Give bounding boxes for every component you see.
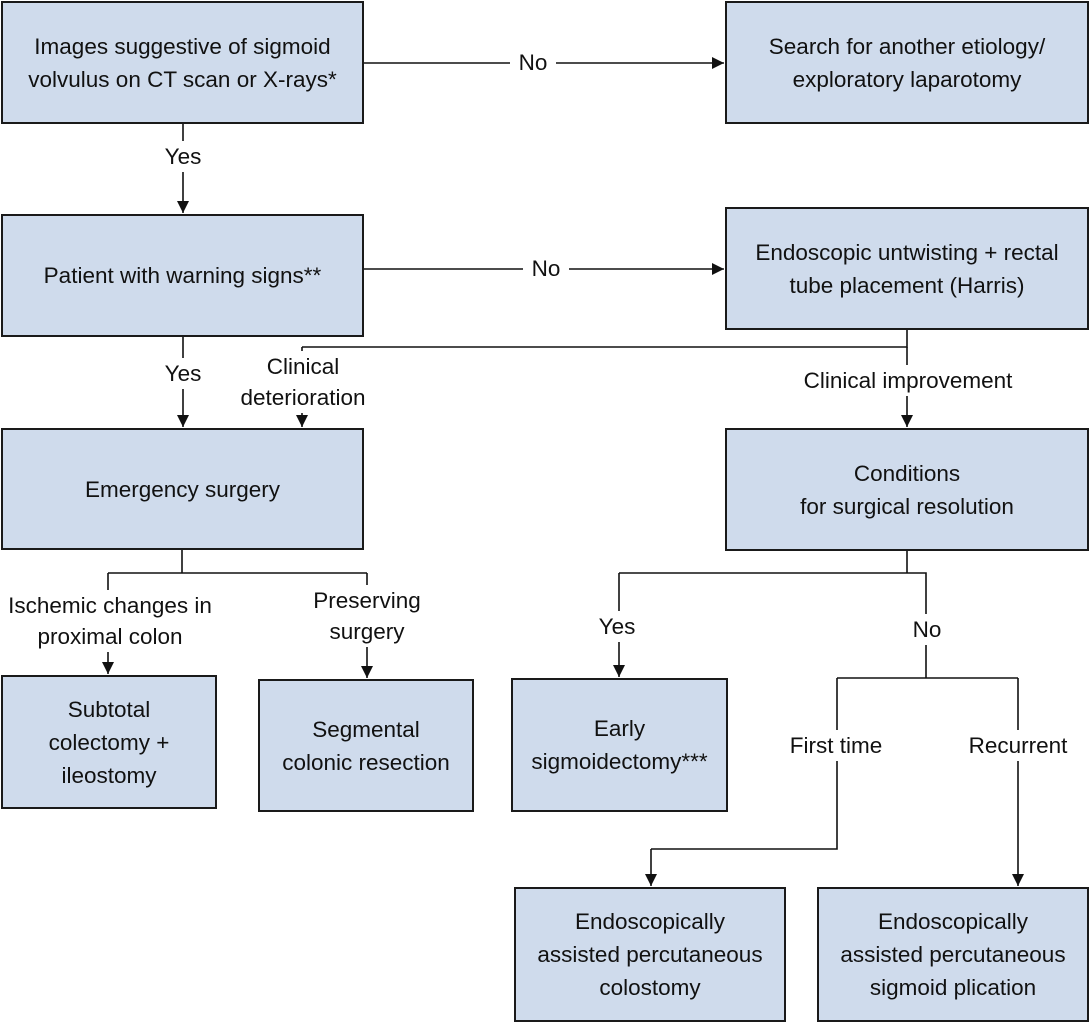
box-conditions-surgical-line-2: for surgical resolution bbox=[800, 493, 1014, 519]
label-ischemic-changes-line-2: proximal colon bbox=[37, 624, 183, 649]
label-clinical-deterioration-line-1: Clinical bbox=[266, 354, 340, 379]
box-other-etiology-line-2: exploratory laparotomy bbox=[792, 66, 1022, 92]
label-no-ct-text: No bbox=[518, 50, 548, 75]
line-emergency-branch bbox=[108, 550, 367, 574]
box-early-sigmoidectomy: Early sigmoidectomy*** bbox=[511, 678, 728, 812]
label-preserving-surgery-line-1: Preserving bbox=[313, 588, 421, 613]
label-no-conditions: No bbox=[904, 614, 950, 645]
label-no-conditions-text: No bbox=[912, 617, 942, 642]
box-endoscopic-untwisting-line-2: tube placement (Harris) bbox=[789, 272, 1025, 298]
box-early-sigmoidectomy-line-1: Early bbox=[593, 716, 646, 741]
box-subtotal-colectomy-line-1: Subtotal bbox=[67, 696, 151, 722]
box-segmental-resection-line-1: Segmental bbox=[312, 716, 420, 742]
box-other-etiology: Search for another etiology/ exploratory… bbox=[725, 1, 1089, 124]
label-yes-warning: Yes bbox=[158, 358, 208, 389]
box-emergency-surgery: Emergency surgery bbox=[1, 428, 364, 550]
label-clinical-improvement-text: Clinical improvement bbox=[803, 368, 1013, 393]
label-yes-conditions-text: Yes bbox=[598, 614, 636, 639]
label-recurrent-text: Recurrent bbox=[968, 733, 1068, 758]
label-no-ct: No bbox=[510, 47, 556, 78]
box-conditions-surgical-line-1: Conditions bbox=[853, 460, 961, 486]
box-conditions-surgical: Conditions for surgical resolution bbox=[725, 428, 1089, 551]
box-percutaneous-colostomy: Endoscopically assisted percutaneous col… bbox=[514, 887, 786, 1022]
label-preserving-surgery: Preserving surgery bbox=[306, 585, 428, 647]
box-ct-images-line-1: Images suggestive of sigmoid bbox=[34, 33, 331, 59]
box-percutaneous-colostomy-line-3: colostomy bbox=[599, 975, 701, 1000]
box-segmental-resection: Segmental colonic resection bbox=[258, 679, 474, 812]
label-clinical-deterioration: Clinical deterioration bbox=[236, 351, 370, 413]
box-emergency-surgery-line-1: Emergency surgery bbox=[84, 476, 281, 502]
box-endoscopic-untwisting-line-1: Endoscopic untwisting + rectal bbox=[755, 239, 1059, 265]
box-warning-signs-line-1: Patient with warning signs** bbox=[43, 263, 322, 288]
box-subtotal-colectomy: Subtotal colectomy + ileostomy bbox=[1, 675, 217, 809]
label-no-warning: No bbox=[523, 253, 569, 284]
box-percutaneous-plication: Endoscopically assisted percutaneous sig… bbox=[817, 887, 1089, 1022]
box-segmental-resection-line-2: colonic resection bbox=[282, 749, 450, 775]
label-first-time-text: First time bbox=[789, 733, 883, 758]
label-yes-ct-text: Yes bbox=[164, 144, 202, 169]
box-warning-signs: Patient with warning signs** bbox=[1, 214, 364, 337]
label-no-warning-text: No bbox=[531, 256, 561, 281]
label-ischemic-changes: Ischemic changes in proximal colon bbox=[4, 590, 216, 652]
label-clinical-improvement: Clinical improvement bbox=[800, 365, 1016, 396]
label-preserving-surgery-line-2: surgery bbox=[329, 619, 405, 644]
box-early-sigmoidectomy-line-2: sigmoidectomy*** bbox=[531, 749, 708, 774]
box-subtotal-colectomy-line-2: colectomy + bbox=[48, 729, 170, 755]
label-yes-conditions: Yes bbox=[592, 611, 642, 642]
label-yes-ct: Yes bbox=[158, 141, 208, 172]
label-first-time: First time bbox=[784, 730, 888, 761]
box-other-etiology-line-1: Search for another etiology/ bbox=[768, 33, 1046, 59]
label-clinical-deterioration-line-2: deterioration bbox=[240, 385, 366, 410]
box-percutaneous-colostomy-line-2: assisted percutaneous bbox=[537, 942, 763, 967]
line-endoscopic-branch bbox=[302, 330, 908, 348]
label-recurrent: Recurrent bbox=[963, 730, 1073, 761]
box-percutaneous-plication-line-2: assisted percutaneous bbox=[840, 942, 1066, 967]
label-yes-warning-text: Yes bbox=[164, 361, 202, 386]
label-ischemic-changes-line-1: Ischemic changes in bbox=[8, 593, 212, 618]
line-conditions-branch bbox=[619, 551, 927, 678]
box-ct-images-line-2: volvulus on CT scan or X-rays* bbox=[28, 66, 337, 92]
box-percutaneous-plication-line-3: sigmoid plication bbox=[869, 975, 1037, 1000]
box-percutaneous-plication-line-1: Endoscopically bbox=[877, 909, 1029, 934]
box-endoscopic-untwisting: Endoscopic untwisting + rectal tube plac… bbox=[725, 207, 1089, 330]
box-ct-images: Images suggestive of sigmoid volvulus on… bbox=[1, 1, 364, 124]
box-subtotal-colectomy-line-3: ileostomy bbox=[61, 762, 157, 788]
box-percutaneous-colostomy-line-1: Endoscopically bbox=[574, 909, 726, 934]
